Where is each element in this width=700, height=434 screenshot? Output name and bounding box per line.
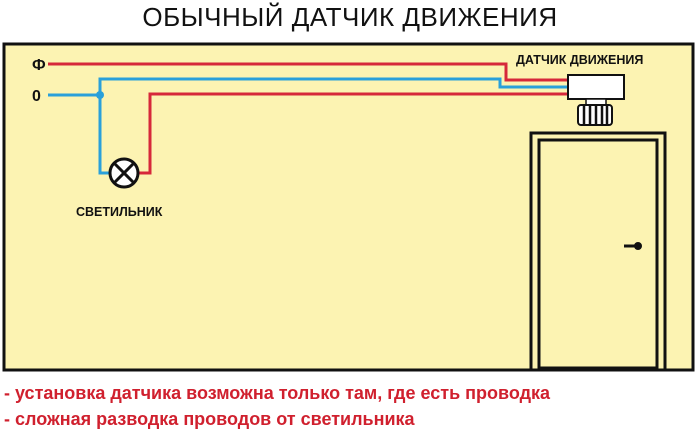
neutral-label: 0 — [32, 88, 41, 105]
note-wiring-limitation: - установка датчика возможна только там,… — [4, 383, 551, 403]
neutral-junction — [96, 91, 104, 99]
sensor-label: ДАТЧИК ДВИЖЕНИЯ — [516, 53, 643, 67]
diagram-title: ОБЫЧНЫЙ ДАТЧИК ДВИЖЕНИЯ — [142, 2, 558, 32]
note-complex-wiring: - сложная разводка проводов от светильни… — [4, 409, 415, 429]
lamp-label: СВЕТИЛЬНИК — [76, 205, 163, 219]
lamp-icon — [108, 157, 140, 189]
switched-phase-wire — [139, 92, 568, 175]
neutral-wire-lamp — [98, 95, 110, 175]
motion-sensor-icon — [567, 74, 625, 126]
phase-wire-input — [48, 62, 568, 82]
door-icon — [529, 131, 667, 372]
phase-label: Ф — [32, 57, 46, 74]
neutral-wire-input — [48, 77, 568, 97]
